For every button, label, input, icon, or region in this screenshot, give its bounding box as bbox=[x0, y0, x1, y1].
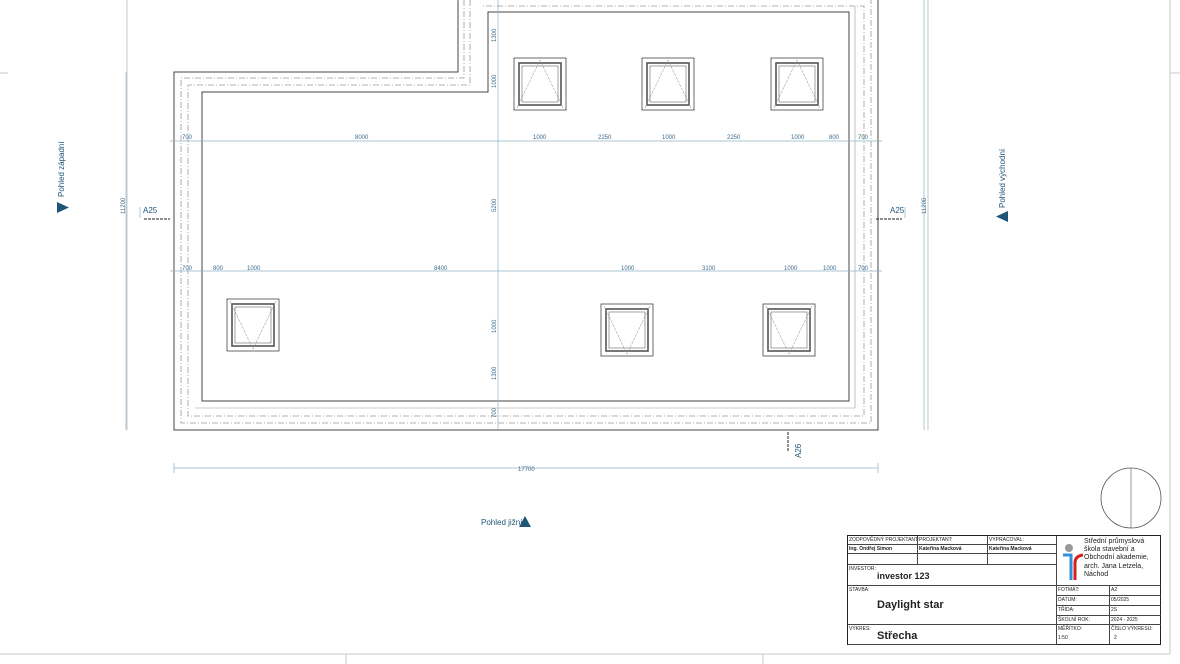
skylight-icon bbox=[762, 303, 816, 357]
dim-label: 800 bbox=[213, 266, 224, 272]
title-block: ZODPOVĚDNÝ PROJEKTANT: PROJEKTANT: VYPRA… bbox=[847, 535, 1161, 645]
section-marker-a25-left: A25 bbox=[139, 206, 170, 220]
triangle-marker-icon bbox=[996, 211, 1008, 222]
number-value: 2 bbox=[1114, 635, 1117, 641]
drawing-label: VÝKRES: bbox=[849, 626, 871, 632]
empty-cell bbox=[988, 554, 1057, 565]
svg-text:A25: A25 bbox=[890, 206, 905, 215]
dim-label: 700 bbox=[182, 266, 193, 272]
view-marker-east: Pohled východní bbox=[996, 148, 1008, 222]
dim-label: 1300 bbox=[492, 28, 498, 42]
svg-text:Pohled jižní: Pohled jižní bbox=[481, 518, 523, 527]
dim-label: 2250 bbox=[598, 135, 612, 141]
dim-label: 1000 bbox=[492, 319, 498, 333]
dim-label: 1000 bbox=[784, 266, 798, 272]
class-value: 2S bbox=[1110, 606, 1161, 616]
north-arrow bbox=[1100, 467, 1162, 529]
dim-label: 1000 bbox=[823, 266, 837, 272]
dim-label: 5200 bbox=[492, 198, 498, 212]
building-label: STAVBA: bbox=[849, 587, 870, 593]
prepared-label: VYPRACOVAL: bbox=[988, 536, 1057, 545]
year-value: 2024 - 2025 bbox=[1110, 616, 1161, 625]
scale-cell: MĚŘÍTKO: 1:50 bbox=[1057, 625, 1110, 645]
investor-cell: INVESTOR: investor 123 bbox=[848, 565, 1057, 586]
svg-text:Pohled východní: Pohled východní bbox=[998, 148, 1007, 208]
school-name: Střední průmyslová škola stavební a Obch… bbox=[1084, 538, 1149, 578]
dimension-lines bbox=[125, 0, 925, 473]
building-value: Daylight star bbox=[877, 599, 944, 611]
dim-label: 8000 bbox=[355, 135, 369, 141]
responsible-name: Ing. Ondřej Simon bbox=[848, 545, 918, 554]
number-label: ČÍSLO VÝKRESU: bbox=[1111, 626, 1153, 632]
dim-label: 1000 bbox=[791, 135, 805, 141]
dim-label: 1000 bbox=[247, 266, 261, 272]
school-logo-icon bbox=[1063, 544, 1084, 580]
dim-label: 700 bbox=[858, 266, 869, 272]
svg-text:A26: A26 bbox=[794, 443, 803, 458]
scale-value: 1:50 bbox=[1058, 635, 1068, 641]
responsible-label: ZODPOVĚDNÝ PROJEKTANT: bbox=[848, 536, 919, 545]
view-marker-south: Pohled jižní bbox=[481, 516, 531, 527]
investor-label: INVESTOR: bbox=[849, 566, 876, 572]
dim-label: 8400 bbox=[434, 266, 448, 272]
year-label: ŠKOLNÍ ROK: bbox=[1057, 616, 1110, 625]
class-label: TŘÍDA: bbox=[1057, 606, 1110, 616]
dim-label: 700 bbox=[492, 407, 498, 418]
svg-text:A25: A25 bbox=[143, 206, 158, 215]
skylight-icon bbox=[770, 57, 824, 111]
svg-text:Pohled západní: Pohled západní bbox=[57, 141, 66, 197]
skylights bbox=[226, 57, 824, 357]
skylight-icon bbox=[600, 303, 654, 357]
triangle-marker-icon bbox=[57, 202, 69, 213]
section-marker-a25-right: A25 bbox=[876, 206, 906, 220]
view-marker-west: Pohled západní bbox=[57, 141, 69, 213]
roof-outline bbox=[173, 0, 879, 431]
empty-cell bbox=[918, 554, 988, 565]
empty-cell bbox=[848, 554, 918, 565]
dim-label-overall-width: 17700 bbox=[518, 467, 535, 473]
skylight-icon bbox=[641, 57, 695, 111]
dim-label-overall-height: 11200 bbox=[121, 197, 127, 214]
dim-label: 1300 bbox=[492, 366, 498, 380]
triangle-marker-icon bbox=[519, 516, 531, 527]
skylight-icon bbox=[226, 298, 280, 352]
format-label: FOTMÁT: bbox=[1057, 586, 1110, 596]
dim-label: 800 bbox=[829, 135, 840, 141]
building-cell: STAVBA: Daylight star bbox=[848, 586, 1057, 625]
dimension-labels-bottom: 700 800 1000 8400 1000 3100 1000 1000 70… bbox=[182, 266, 869, 272]
dim-label: 1000 bbox=[662, 135, 676, 141]
designer-name: Kateřina Macková bbox=[918, 545, 988, 554]
skylight-icon bbox=[513, 57, 567, 111]
dim-label: 2250 bbox=[727, 135, 741, 141]
dim-label-overall-height: 11200 bbox=[922, 197, 928, 214]
drawing-value: Střecha bbox=[877, 630, 918, 642]
number-cell: ČÍSLO VÝKRESU: 2 bbox=[1110, 625, 1161, 645]
date-label: DATUM: bbox=[1057, 596, 1110, 606]
dimension-labels-top: 700 8000 1000 2250 1000 2250 1000 800 70… bbox=[182, 135, 869, 141]
drawing-cell: VÝKRES: Střecha bbox=[848, 625, 1057, 645]
date-value: 05/2025 bbox=[1110, 596, 1161, 606]
investor-value: investor 123 bbox=[877, 571, 930, 581]
prepared-name: Kateřina Macková bbox=[988, 545, 1057, 554]
dim-label: 1000 bbox=[533, 135, 547, 141]
scale-label: MĚŘÍTKO: bbox=[1058, 626, 1083, 632]
dim-label: 1000 bbox=[621, 266, 635, 272]
dim-label: 3100 bbox=[702, 266, 716, 272]
dimension-labels-vertical: 1300 1000 5200 1000 1300 700 11200 11200… bbox=[121, 28, 928, 473]
school-logo-cell: Střední průmyslová škola stavební a Obch… bbox=[1057, 536, 1161, 586]
dim-label: 700 bbox=[858, 135, 869, 141]
designer-label: PROJEKTANT: bbox=[918, 536, 988, 545]
format-value: A2 bbox=[1110, 586, 1161, 596]
section-marker-a26: A26 bbox=[787, 432, 803, 458]
dim-label: 1000 bbox=[492, 74, 498, 88]
dim-label: 700 bbox=[182, 135, 193, 141]
